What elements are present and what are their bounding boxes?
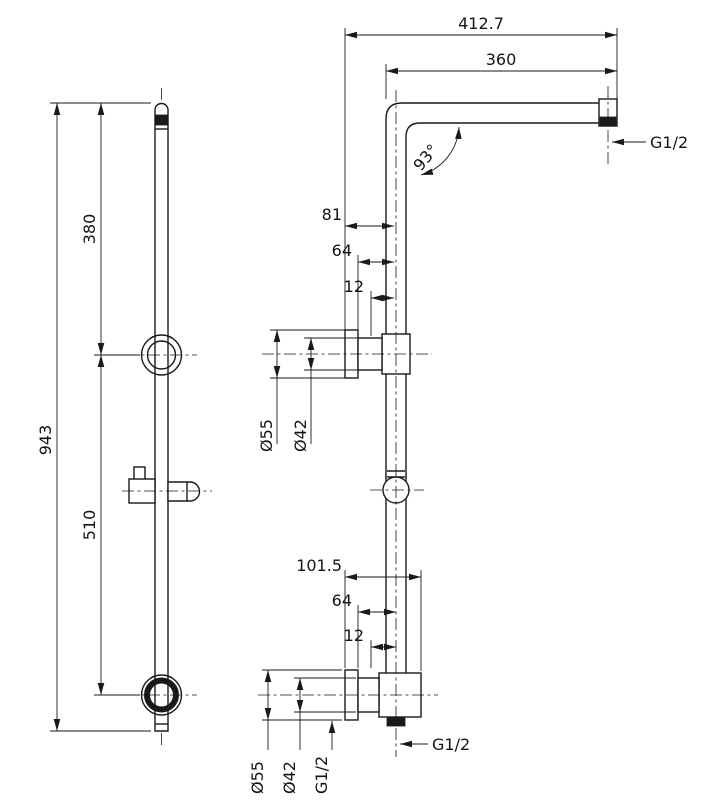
slider-lock-pin (133, 466, 146, 481)
dim-dia42-lower-label: Ø42 (280, 761, 299, 794)
left-view: 943 380 510 (36, 88, 212, 748)
dim-overall-width: 412.7 (344, 14, 618, 330)
dim-overall-943: 943 (36, 102, 151, 732)
dim-360-label: 360 (486, 50, 517, 69)
lower-wall-mount (344, 669, 422, 727)
dim-12-lower-label: 12 (344, 626, 364, 645)
rail-top-band (154, 114, 169, 126)
dim-412-label: 412.7 (458, 14, 504, 33)
shower-column-pipe (385, 102, 613, 717)
right-view-centerlines (258, 86, 609, 757)
right-view: 412.7 360 93° G1/2 81 64 12 (248, 14, 688, 794)
slide-rail (154, 102, 169, 732)
dim-380-510: 380 510 (80, 103, 140, 696)
slider-handle (167, 481, 201, 502)
dims-upper-diameters: Ø55 Ø42 (257, 329, 359, 452)
head-thread-label: G1/2 (650, 133, 688, 152)
dims-lower-diameters: Ø55 Ø42 G1/2 (248, 669, 356, 794)
dim-dia55-lower-label: Ø55 (248, 761, 267, 794)
dims-upper-mount: 81 64 12 (322, 205, 394, 336)
outlet-thread-label: G1/2 (312, 756, 331, 794)
dim-510-label: 510 (80, 510, 99, 541)
dim-81-label: 81 (322, 205, 342, 224)
dim-angle-93: 93° (409, 126, 462, 176)
dim-380-label: 380 (80, 214, 99, 245)
handset-holder-slider (128, 466, 201, 504)
dim-101-label: 101.5 (296, 556, 342, 575)
dim-64-upper-label: 64 (332, 241, 352, 260)
dim-64-lower-label: 64 (332, 591, 352, 610)
leader-bottom-thread: G1/2 (400, 735, 470, 754)
dim-12-upper-label: 12 (344, 277, 364, 296)
dim-943-label: 943 (36, 425, 55, 456)
dim-dia55-upper-label: Ø55 (257, 419, 276, 452)
leader-head-thread: G1/2 (612, 133, 688, 152)
dims-lower-mount: 101.5 64 12 (296, 556, 422, 671)
dim-arm-360: 360 (385, 50, 617, 99)
bottom-thread-label: G1/2 (432, 735, 470, 754)
dim-dia42-upper-label: Ø42 (291, 419, 310, 452)
dim-93-label: 93° (409, 140, 442, 174)
